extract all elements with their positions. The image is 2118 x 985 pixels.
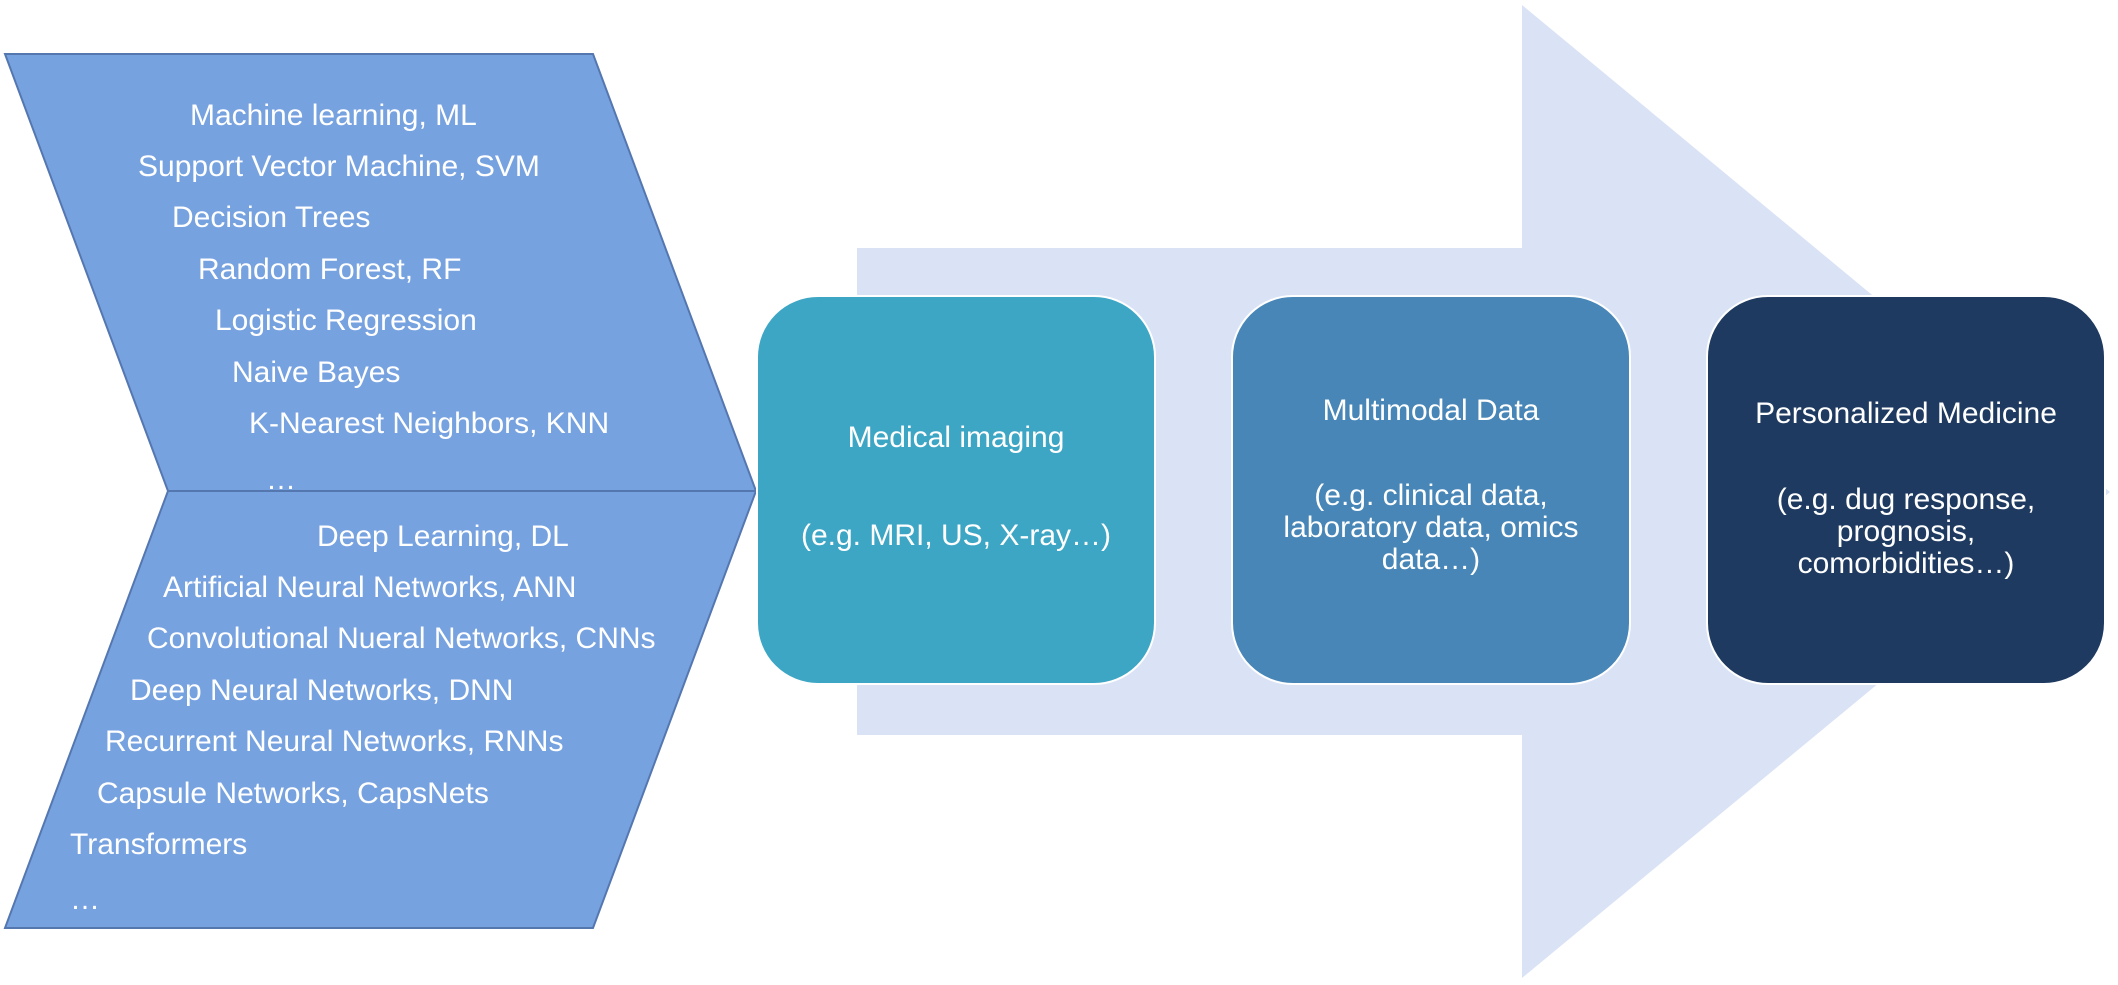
ml-item-knn: K-Nearest Neighbors, KNN xyxy=(249,407,610,440)
medical-imaging-box: Medical imaging (e.g. MRI, US, X-ray…) xyxy=(756,295,1156,685)
dl-item-transformers: Transformers xyxy=(70,828,248,861)
personalized-medicine-detail: (e.g. dug response, prognosis, comorbidi… xyxy=(1776,483,2036,580)
multimodal-data-detail: (e.g. clinical data, laboratory data, om… xyxy=(1283,479,1579,576)
dl-item-dnn: Deep Neural Networks, DNN xyxy=(130,674,514,707)
ml-item-decision-trees: Decision Trees xyxy=(172,201,371,234)
multimodal-data-box: Multimodal Data (e.g. clinical data, lab… xyxy=(1231,295,1631,685)
ml-item-random-forest: Random Forest, RF xyxy=(198,253,462,286)
dl-item-capsnets: Capsule Networks, CapsNets xyxy=(97,777,489,810)
personalized-medicine-title: Personalized Medicine xyxy=(1755,397,2057,430)
medical-imaging-detail: (e.g. MRI, US, X-ray…) xyxy=(800,519,1112,552)
dl-chevron-segment xyxy=(3,490,758,929)
ml-item-machine-learning: Machine learning, ML xyxy=(190,99,477,132)
dl-item-cnns: Convolutional Nueral Networks, CNNs xyxy=(147,622,656,655)
multimodal-data-title: Multimodal Data xyxy=(1322,394,1540,427)
ml-item-svm: Support Vector Machine, SVM xyxy=(138,150,540,183)
personalized-medicine-box: Personalized Medicine (e.g. dug response… xyxy=(1706,295,2106,685)
ml-item-logistic-regression: Logistic Regression xyxy=(215,304,477,337)
dl-item-ann: Artificial Neural Networks, ANN xyxy=(163,571,577,604)
dl-item-ellipsis: … xyxy=(70,883,100,916)
dl-item-deep-learning: Deep Learning, DL xyxy=(317,520,569,553)
ml-item-naive-bayes: Naive Bayes xyxy=(232,356,401,389)
ml-item-ellipsis: … xyxy=(266,463,296,496)
medical-imaging-title: Medical imaging xyxy=(847,421,1065,454)
dl-item-rnns: Recurrent Neural Networks, RNNs xyxy=(105,725,564,758)
